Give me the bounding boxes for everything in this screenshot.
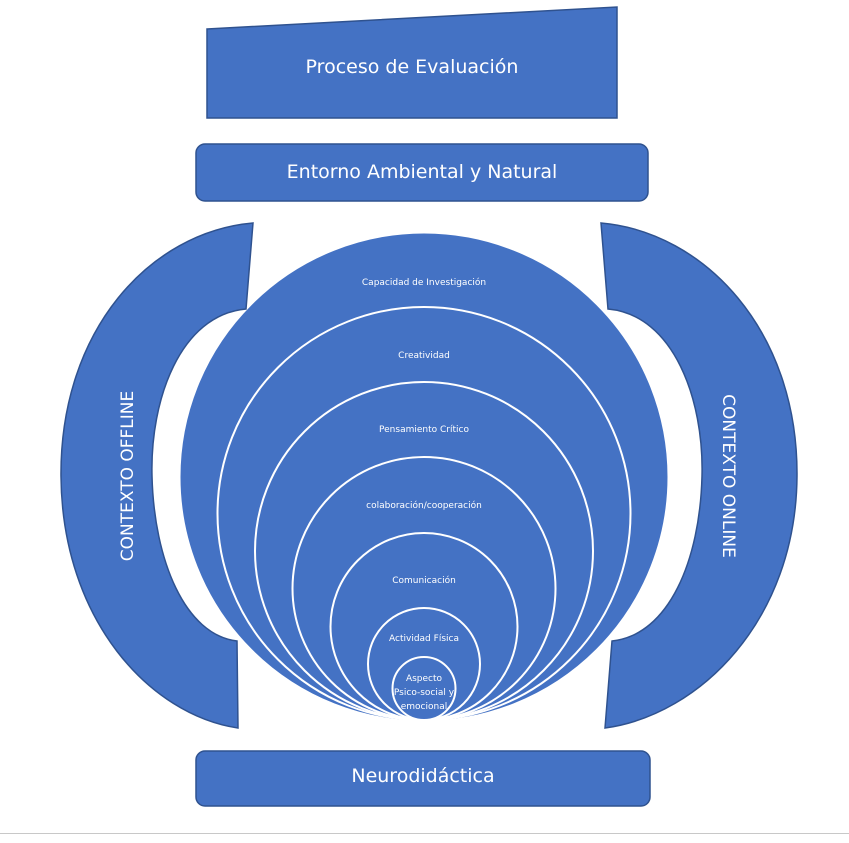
ring-2-label: Creatividad: [398, 351, 450, 361]
competency-rings: Capacidad de InvestigaciónCreatividadPen…: [180, 233, 668, 721]
ring-6-label: Actividad Física: [389, 634, 459, 644]
neurodidactics-box: [195, 750, 651, 807]
online-context-label: CONTEXTO ONLINE: [718, 394, 738, 558]
ring-5-label: Comunicación: [392, 575, 456, 586]
ring-7-label-3: emocional: [401, 702, 448, 712]
offline-context-arc: [60, 222, 254, 729]
ring-3-label: Pensamiento Crítico: [379, 425, 469, 435]
environment-box: [195, 143, 649, 202]
ring-7-label-2: Psico-social y: [394, 688, 455, 698]
environment-label: Entorno Ambiental y Natural: [287, 161, 558, 183]
offline-context-label: CONTEXTO OFFLINE: [118, 391, 138, 562]
online-context-arc: [600, 222, 798, 729]
evaluation-process-label: Proceso de Evaluación: [306, 56, 519, 78]
ring-4-label: colaboración/cooperación: [366, 500, 482, 511]
ring-7: [391, 656, 457, 721]
ring-1-label: Capacidad de Investigación: [362, 277, 486, 288]
neurodidactics-label: Neurodidáctica: [351, 765, 494, 787]
evaluation-process-shape: [206, 6, 618, 119]
ring-7-label: Aspecto: [406, 674, 443, 684]
page-divider: [0, 833, 849, 834]
